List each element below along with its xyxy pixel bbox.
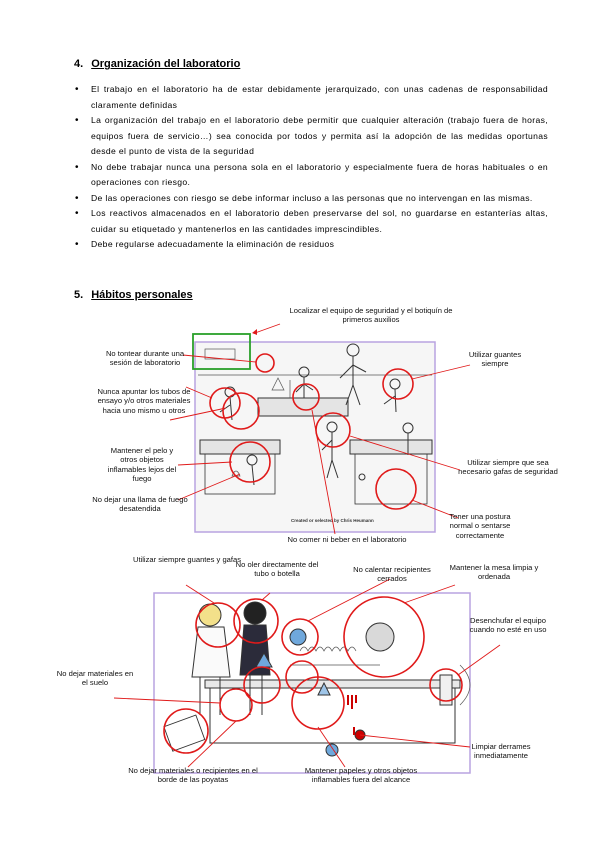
- section-4-title: Organización del laboratorio: [91, 58, 241, 70]
- label-edge: No dejar materiales o recipientes en el …: [128, 766, 258, 785]
- figure-1-credit: Created or selected by Chris Heumann: [291, 518, 374, 523]
- bullet-item: La organización del trabajo en el labora…: [74, 113, 548, 160]
- section-4-heading: 4. Organización del laboratorio: [74, 58, 240, 70]
- section-5-heading: 5. Hábitos personales: [74, 289, 193, 301]
- section-4-number: 4.: [74, 58, 84, 70]
- bullet-item: Debe regularse adecuadamente la eliminac…: [74, 237, 548, 253]
- bullet-item: No debe trabajar nunca una persona sola …: [74, 160, 548, 191]
- lab-workbench-illustration: [113, 578, 501, 774]
- label-goggles: Utilizar siempre que sea necesario gafas…: [458, 458, 558, 477]
- section-5-number: 5.: [74, 289, 84, 301]
- label-floor: No dejar materiales en el suelo: [56, 669, 134, 688]
- label-flame: No dejar una llama de fuego desatendida: [92, 495, 188, 514]
- label-no-eating: No comer ni beber en el laboratorio: [287, 535, 407, 544]
- label-hair: Mantener el pelo y otros objetos inflama…: [107, 446, 177, 483]
- label-papers: Mantener papeles y otros objetos inflama…: [304, 766, 418, 785]
- section-4-bullet-list: El trabajo en el laboratorio ha de estar…: [74, 82, 548, 253]
- label-spills: Limpiar derrames inmediatamente: [471, 742, 531, 761]
- label-posture: Tener una postura normal o sentarse corr…: [449, 512, 511, 540]
- label-gloves: Utilizar guantes siempre: [468, 350, 522, 369]
- figure-2: Utilizar siempre guantes y gafas No oler…: [0, 555, 599, 848]
- label-gloves-glasses: Utilizar siempre guantes y gafas: [132, 555, 242, 564]
- bullet-item: El trabajo en el laboratorio ha de estar…: [74, 82, 548, 113]
- label-no-smell: No oler directamente del tubo o botella: [235, 560, 319, 579]
- bullet-item: Los reactivos almacenados en el laborato…: [74, 206, 548, 237]
- label-no-pointing: Nunca apuntar los tubos de ensayo y/o ot…: [97, 387, 191, 415]
- label-safety-kit: Localizar el equipo de seguridad y el bo…: [289, 306, 453, 325]
- section-5-title: Hábitos personales: [91, 289, 193, 301]
- bullet-item: De las operaciones con riesgo se debe in…: [74, 191, 548, 207]
- label-no-heat-closed: No calentar recipientes cerrados: [353, 565, 431, 584]
- label-clean-table: Mantener la mesa limpia y ordenada: [449, 563, 539, 582]
- label-no-fooling: No tontear durante una sesión de laborat…: [105, 349, 185, 368]
- label-unplug: Desenchufar el equipo cuando no esté en …: [469, 616, 547, 635]
